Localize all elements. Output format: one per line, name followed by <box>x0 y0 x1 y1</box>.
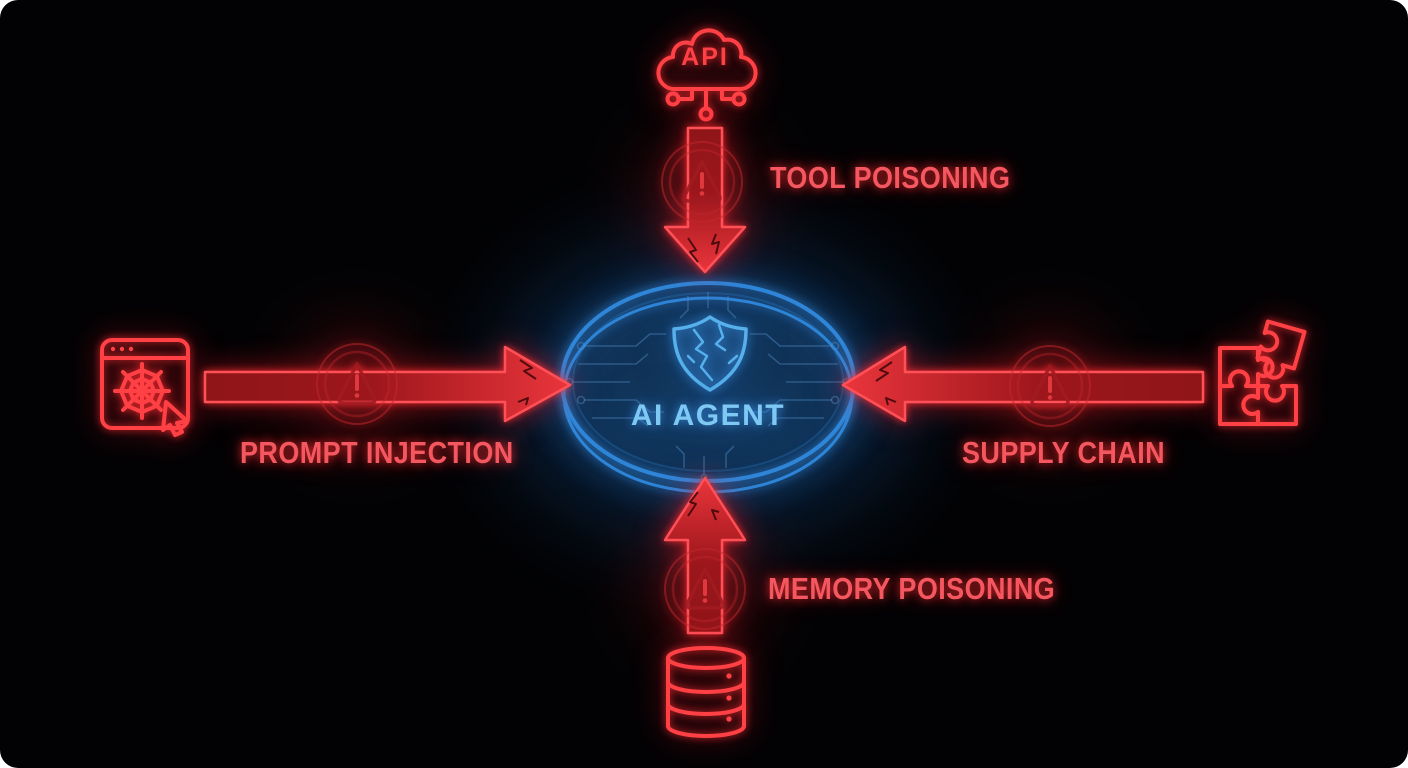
label-supply-chain: SUPPLY CHAIN <box>962 435 1166 470</box>
browser-spiderweb-icon <box>100 338 190 437</box>
spider-web-icon <box>113 362 171 420</box>
label-memory-poisoning: MEMORY POISONING <box>768 571 1056 606</box>
cracked-shield-icon <box>672 315 748 392</box>
api-cloud-icon: API <box>656 28 758 122</box>
circuit-pattern <box>564 292 852 481</box>
arrow-tool-poisoning <box>660 126 747 274</box>
database-icon <box>666 646 746 738</box>
label-prompt-injection: PROMPT INJECTION <box>240 435 514 470</box>
cursor-icon <box>161 400 189 437</box>
label-tool-poisoning: TOOL POISONING <box>770 160 1011 195</box>
arrow-supply-chain <box>841 344 1205 428</box>
arrow-memory-poisoning <box>663 476 747 635</box>
arrow-prompt-injection <box>203 342 572 426</box>
agent-label: AI AGENT <box>631 399 785 432</box>
puzzle-pieces-icon <box>1218 319 1307 426</box>
api-label: API <box>681 43 729 71</box>
